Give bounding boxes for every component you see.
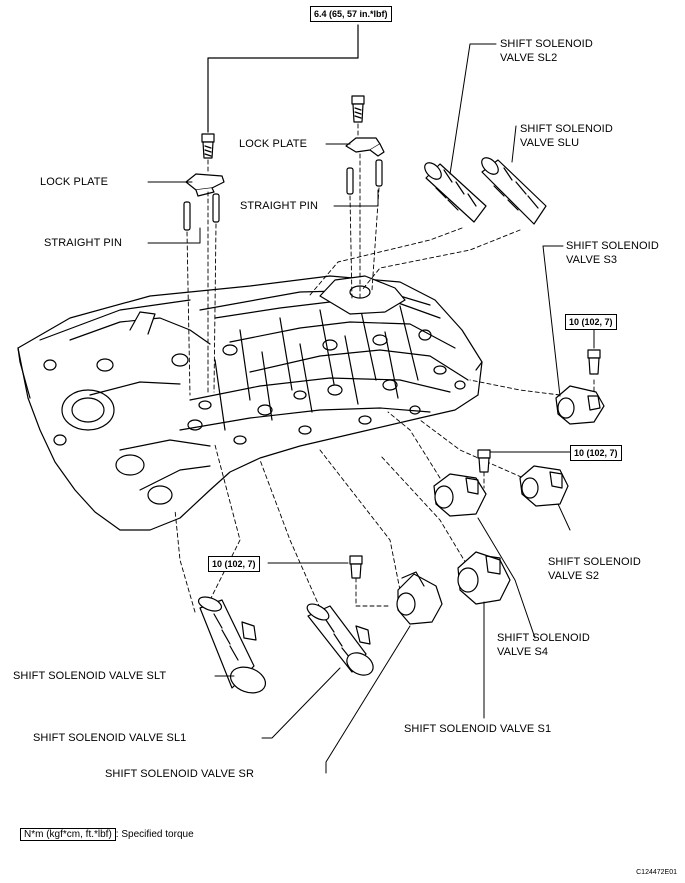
- leader-lines: [147, 43, 595, 774]
- torque-legend: N*m (kgf*cm, ft.*lbf): Specified torque: [20, 828, 194, 842]
- bolt-s3: [587, 349, 601, 375]
- solenoid-sl2: [424, 162, 487, 223]
- label-lock-plate-left: LOCK PLATE: [40, 176, 109, 188]
- label-straight-pin-center: STRAIGHT PIN: [240, 200, 319, 212]
- label-lock-plate-center: LOCK PLATE: [239, 138, 308, 150]
- label-solenoid-sl2: SHIFT SOLENOID VALVE SL2: [500, 38, 593, 64]
- label-solenoid-sr: SHIFT SOLENOID VALVE SR: [105, 768, 255, 780]
- center-lock-plate: [345, 137, 385, 157]
- solenoid-sr: [396, 571, 443, 625]
- torque-spec-s3: 10 (102, 7): [565, 314, 617, 330]
- solenoid-slu: [481, 157, 547, 225]
- label-solenoid-slt: SHIFT SOLENOID VALVE SLT: [13, 670, 167, 682]
- legend-unit-box: N*m (kgf*cm, ft.*lbf): [20, 828, 116, 841]
- left-lock-plate: [185, 173, 225, 197]
- top-bolt-callout-lines: [207, 24, 359, 133]
- valve-body: [17, 275, 483, 531]
- torque-spec-sr: 10 (102, 7): [208, 556, 260, 572]
- label-solenoid-s4: SHIFT SOLENOID VALVE S4: [497, 632, 590, 658]
- label-solenoid-slu: SHIFT SOLENOID VALVE SLU: [520, 123, 613, 149]
- solenoid-s4: [433, 473, 487, 517]
- left-straight-pins: [183, 193, 220, 231]
- left-bolt: [201, 133, 215, 159]
- alignment-dashes: [174, 123, 595, 613]
- center-bolt: [351, 95, 365, 123]
- figure-code: C124472E01: [636, 869, 677, 876]
- label-solenoid-sl1: SHIFT SOLENOID VALVE SL1: [33, 732, 187, 744]
- label-solenoid-s1: SHIFT SOLENOID VALVE S1: [404, 723, 552, 735]
- solenoid-s3: [555, 385, 605, 425]
- label-solenoid-s2: SHIFT SOLENOID VALVE S2: [548, 556, 641, 582]
- solenoid-s2: [519, 465, 569, 507]
- bolt-s2-s4: [477, 449, 491, 473]
- center-straight-pins: [346, 159, 383, 195]
- label-solenoid-s3: SHIFT SOLENOID VALVE S3: [566, 240, 659, 266]
- solenoid-sl1: [306, 603, 374, 676]
- torque-spec-top: 6.4 (65, 57 in.*lbf): [310, 6, 392, 22]
- label-straight-pin-left: STRAIGHT PIN: [44, 237, 123, 249]
- legend-text: : Specified torque: [115, 829, 194, 840]
- solenoid-s1: [457, 551, 511, 605]
- torque-spec-s2: 10 (102, 7): [570, 445, 622, 461]
- solenoid-slt: [197, 596, 267, 694]
- bolt-sr: [349, 555, 363, 579]
